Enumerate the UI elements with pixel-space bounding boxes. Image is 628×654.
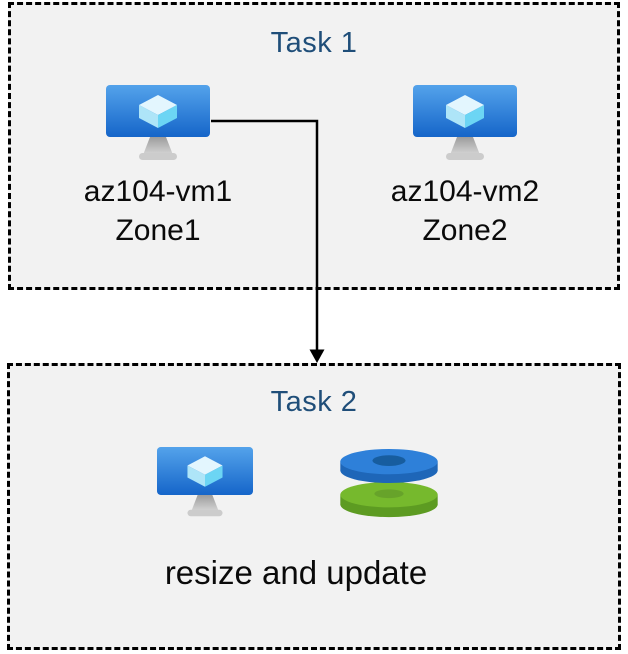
task1-title: Task 1	[270, 27, 358, 59]
virtual-machine-icon	[157, 447, 253, 519]
vm1-name: az104-vm1	[83, 175, 233, 208]
task2-box: Task 2 resize and update	[7, 363, 621, 650]
task2-caption: resize and update	[164, 554, 428, 591]
vm1-label: az104-vm1 Zone1	[58, 172, 258, 250]
task1-box: Task 1 az104-vm1 Zone1 az104-vm2 Zone2	[8, 2, 620, 290]
vm2-label: az104-vm2 Zone2	[365, 172, 565, 250]
vm2-zone: Zone2	[422, 214, 508, 247]
vm1-zone: Zone1	[115, 214, 201, 247]
vm2-name: az104-vm2	[390, 175, 540, 208]
virtual-machine-icon	[413, 85, 517, 163]
managed-disks-icon	[338, 447, 440, 521]
virtual-machine-icon	[106, 85, 210, 163]
task2-title: Task 2	[270, 386, 358, 418]
